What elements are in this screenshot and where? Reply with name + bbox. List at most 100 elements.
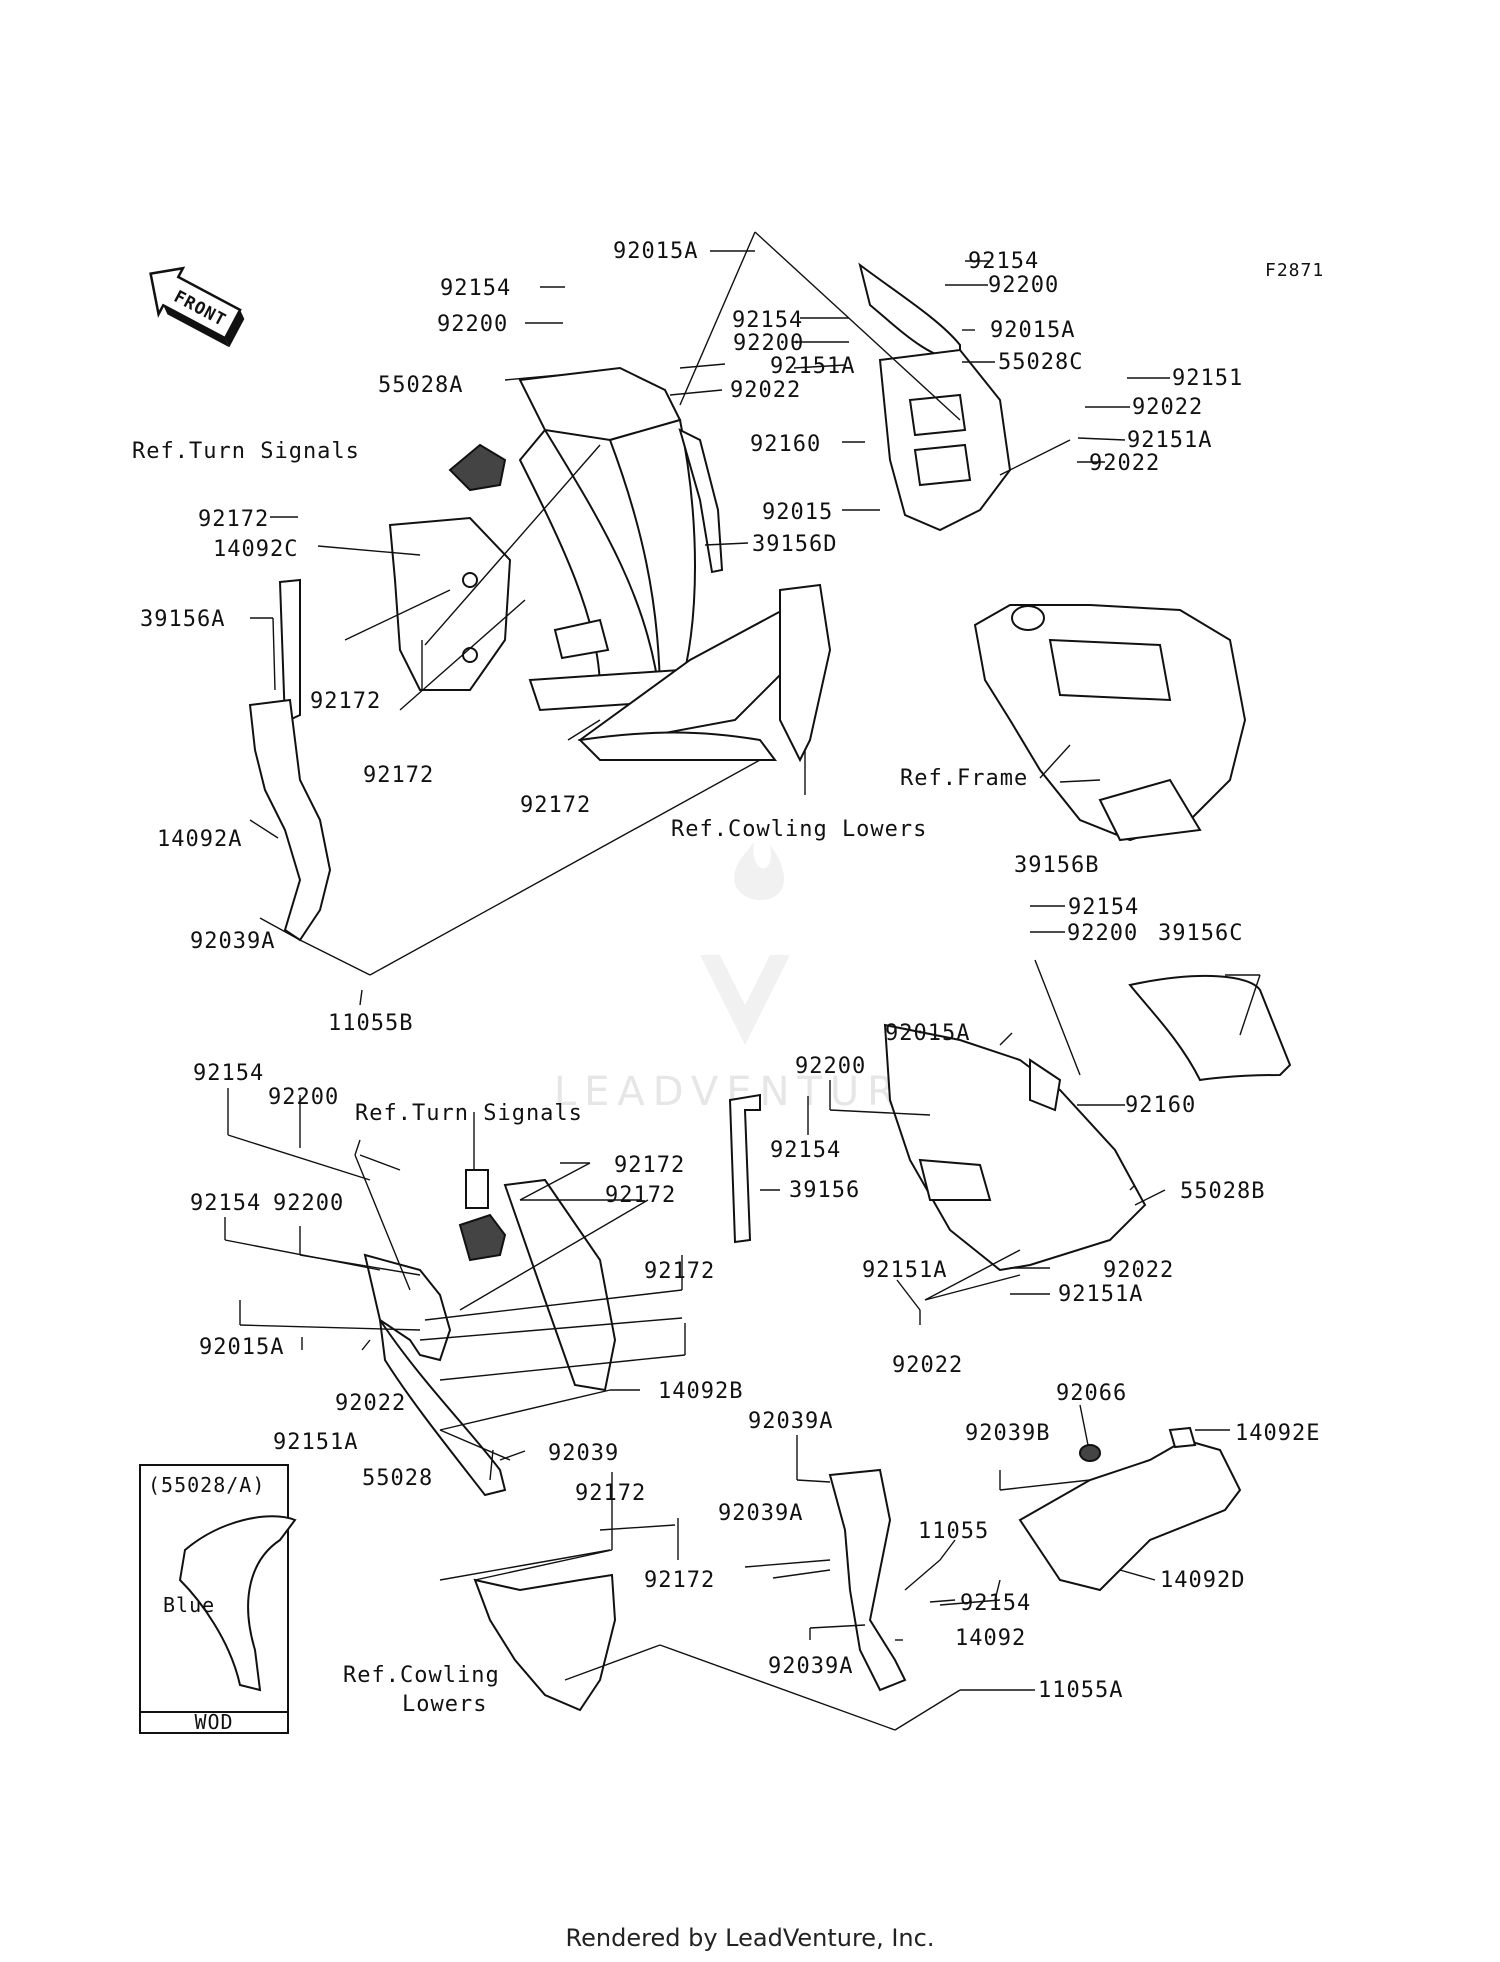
callout-92022-d: 92022: [335, 1391, 406, 1416]
callout-92154-h: 92154: [960, 1591, 1031, 1616]
callout-92200-g: 92200: [273, 1191, 344, 1216]
callout-92154-b: 92154: [968, 249, 1039, 274]
callout-92172-a: 92172: [198, 507, 269, 532]
callout-14092a: 14092A: [157, 827, 242, 852]
ref-cowling-lowers-top: Ref.Cowling Lowers: [671, 817, 927, 842]
seal-39156c: [1128, 974, 1292, 1082]
callout-92151a-b: 92151A: [1127, 428, 1212, 453]
callout-92154-f: 92154: [193, 1061, 264, 1086]
callout-39156d: 39156D: [752, 532, 837, 557]
callout-14092: 14092: [955, 1626, 1026, 1651]
callout-92151a-e: 92151A: [1058, 1282, 1143, 1307]
turn-signal-bracket-bottom: [458, 1169, 507, 1262]
ref-frame: Ref.Frame: [900, 766, 1028, 791]
figure-code: F2871: [1265, 260, 1324, 281]
callout-55028c: 55028C: [998, 350, 1083, 375]
callout-92172-c: 92172: [363, 763, 434, 788]
grommet-92066: [1079, 1444, 1101, 1462]
lower-inner-panel: [577, 583, 832, 763]
upper-cowl-part: [518, 366, 696, 712]
callout-92022-b: 92022: [1132, 395, 1203, 420]
callout-92200-e: 92200: [795, 1054, 866, 1079]
callout-92022-f: 92022: [892, 1353, 963, 1378]
ref-turn-signals-top: Ref.Turn Signals: [132, 439, 360, 464]
callout-55028a: 55028A: [378, 373, 463, 398]
callout-11055a: 11055A: [1038, 1678, 1123, 1703]
upper-right-inner-panel-55028c: [858, 262, 1012, 532]
callout-92172-e: 92172: [614, 1153, 685, 1178]
callout-92172-i: 92172: [644, 1568, 715, 1593]
inner-panel-14092c: [388, 516, 512, 691]
callout-92039a-b: 92039A: [748, 1409, 833, 1434]
watermark-logo-icon: [700, 842, 790, 1045]
callout-92015a-d: 92015A: [199, 1335, 284, 1360]
callout-92172-d: 92172: [520, 793, 591, 818]
callout-92022-e: 92022: [1103, 1258, 1174, 1283]
callout-14092b: 14092B: [658, 1379, 743, 1404]
callout-39156c: 39156C: [1158, 921, 1243, 946]
callout-55028b: 55028B: [1180, 1179, 1265, 1204]
callout-92151: 92151: [1172, 366, 1243, 391]
leader-lines: [224, 231, 1261, 1731]
callout-92200-a: 92200: [437, 312, 508, 337]
callout-92066: 92066: [1056, 1381, 1127, 1406]
callout-92039a-d: 92039A: [768, 1654, 853, 1679]
callout-92154-d: 92154: [1068, 895, 1139, 920]
side-cowl-55028: [363, 1253, 507, 1497]
callout-92154-g: 92154: [190, 1191, 261, 1216]
callout-92154-e: 92154: [770, 1138, 841, 1163]
callout-92160-a: 92160: [750, 432, 821, 457]
ref-cowling-lowers-bottom-line1: Ref.Cowling: [343, 1663, 500, 1688]
inner-panel-14092b: [503, 1178, 617, 1392]
callout-labels: 92015A 92154 92200 92154 92200 92015A 92…: [140, 239, 1320, 1703]
callout-14092d: 14092D: [1160, 1568, 1245, 1593]
front-arrow-icon: FRONT: [149, 266, 245, 348]
seal-39156: [728, 1093, 761, 1244]
callout-92154-c: 92154: [732, 308, 803, 333]
callout-92151a-c: 92151A: [273, 1430, 358, 1455]
frame-part: [973, 604, 1247, 842]
callout-11055: 11055: [918, 1519, 989, 1544]
inner-bracket-14092: [828, 1468, 907, 1692]
callout-39156a: 39156A: [140, 607, 225, 632]
callout-92160-b: 92160: [1125, 1093, 1196, 1118]
callout-92022-a: 92022: [730, 378, 801, 403]
callout-14092e: 14092E: [1235, 1421, 1320, 1446]
footer-credit: Rendered by LeadVenture, Inc.: [566, 1924, 935, 1952]
callout-14092c: 14092C: [213, 537, 298, 562]
callout-92172-b: 92172: [310, 689, 381, 714]
callout-92172-h: 92172: [575, 1481, 646, 1506]
cowling-lowers-bottom: [473, 1573, 617, 1712]
callout-92039: 92039: [548, 1441, 619, 1466]
callout-92151a-d: 92151A: [862, 1258, 947, 1283]
inset-title: (55028/A): [148, 1473, 265, 1497]
callout-92200-f: 92200: [268, 1085, 339, 1110]
callout-92172-f: 92172: [605, 1183, 676, 1208]
callout-92151a-a: 92151A: [770, 354, 855, 379]
callout-92200-b: 92200: [988, 273, 1059, 298]
ref-cowling-lowers-bottom-line2: Lowers: [402, 1692, 487, 1717]
callout-11055b: 11055B: [328, 1011, 413, 1036]
callout-92039a-a: 92039A: [190, 929, 275, 954]
callout-92015a-b: 92015A: [990, 318, 1075, 343]
callout-92154-a: 92154: [440, 276, 511, 301]
callout-92200-c: 92200: [733, 331, 804, 356]
inset-color-label: Blue: [163, 1593, 215, 1617]
callout-92172-g: 92172: [644, 1259, 715, 1284]
seal-39156a: [278, 578, 301, 724]
callout-92039a-c: 92039A: [718, 1501, 803, 1526]
side-cowl-55028b: [883, 1023, 1147, 1272]
callout-92022-c: 92022: [1089, 451, 1160, 476]
callout-92015: 92015: [762, 500, 833, 525]
turn-signal-bracket-top: [448, 443, 507, 492]
callout-92015a-top: 92015A: [613, 239, 698, 264]
callout-39156b: 39156B: [1014, 853, 1099, 878]
callout-92015a-c: 92015A: [885, 1021, 970, 1046]
seal-39156d: [678, 428, 724, 574]
inner-panel-14092d: [1018, 1426, 1242, 1592]
inner-bracket-14092a: [248, 698, 332, 942]
ref-turn-signals-bottom: Ref.Turn Signals: [355, 1101, 583, 1126]
inset-code: WOD: [194, 1710, 233, 1734]
callout-92039b: 92039B: [965, 1421, 1050, 1446]
